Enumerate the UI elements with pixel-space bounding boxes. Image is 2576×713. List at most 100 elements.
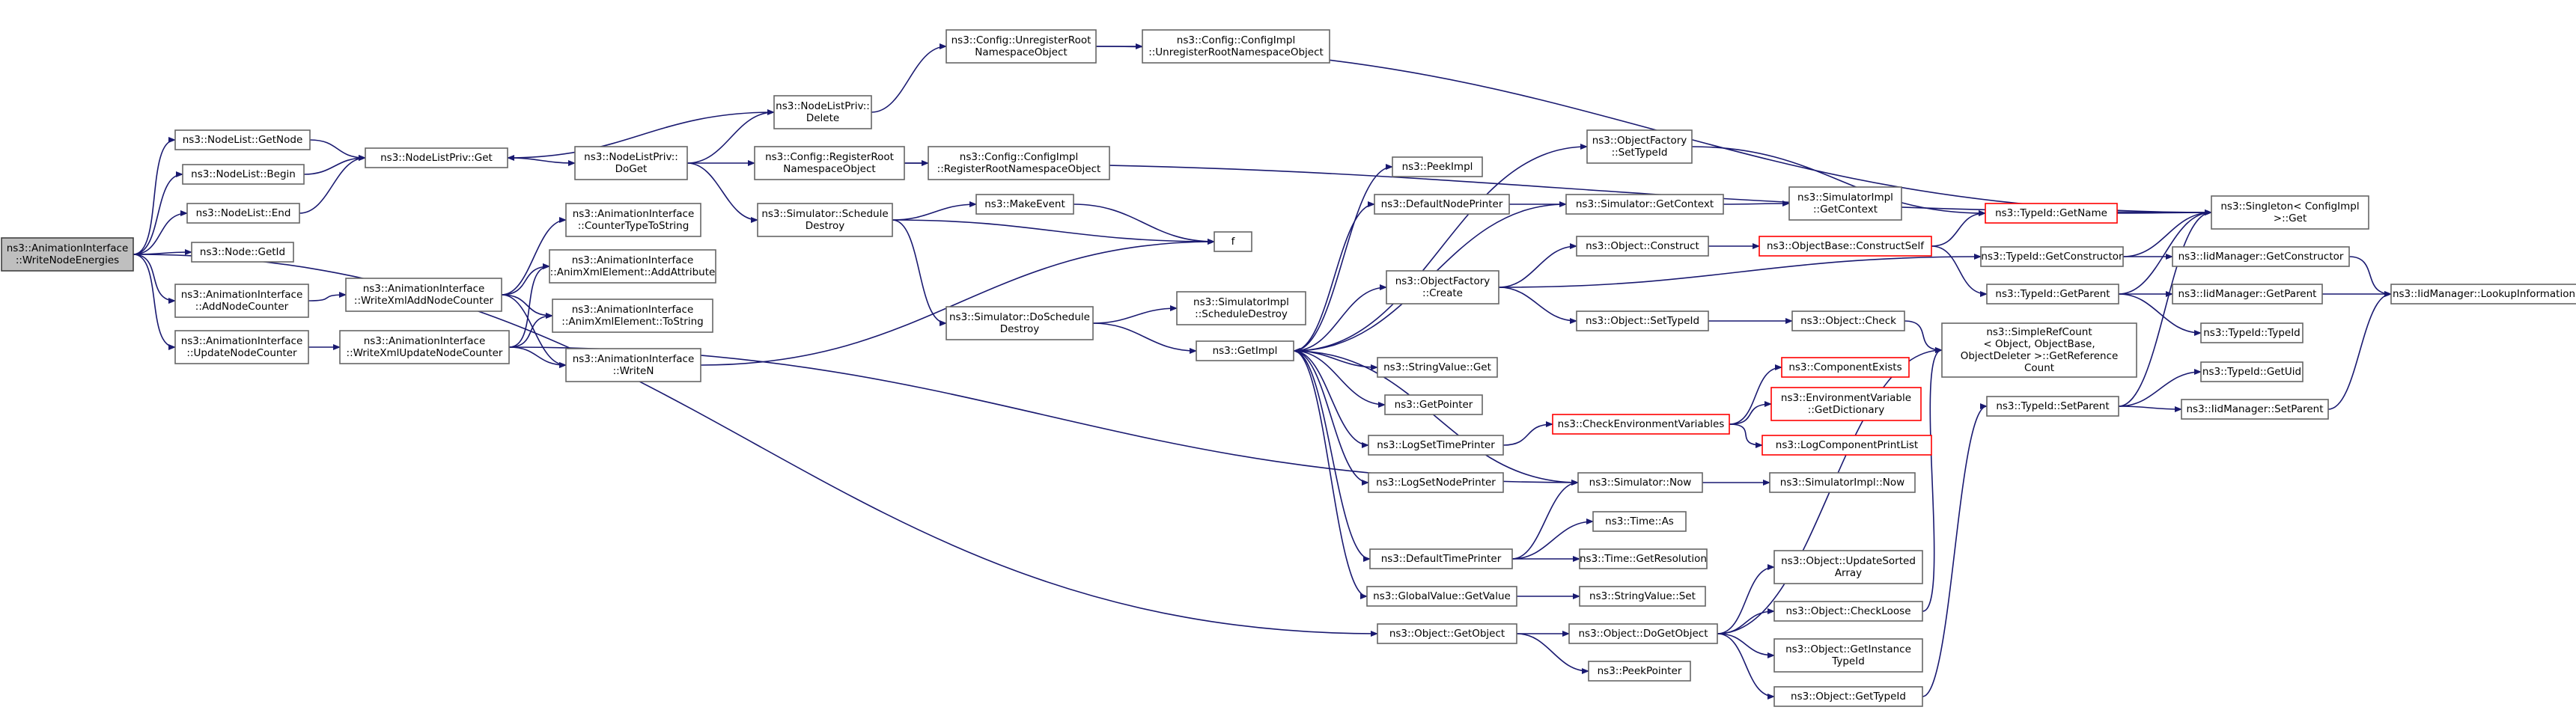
graph-node-iidm-getparent[interactable]: ns3::IidManager::GetParent xyxy=(2172,284,2323,305)
graph-node-object-check[interactable]: ns3::Object::Check xyxy=(1791,310,1905,331)
graph-node-cfg-register[interactable]: ns3::Config::RegisterRootNamespaceObject xyxy=(754,146,905,180)
graph-node-peekpointer[interactable]: ns3::PeekPointer xyxy=(1588,661,1691,682)
graph-node-ai-countertype[interactable]: ns3::AnimationInterface::CounterTypeToSt… xyxy=(565,203,701,237)
graph-node-ai-writen[interactable]: ns3::AnimationInterface::WriteN xyxy=(565,348,701,382)
graph-node-simimpl-scheduledestroy[interactable]: ns3::SimulatorImpl::ScheduleDestroy xyxy=(1176,291,1306,325)
graph-node-node-getid[interactable]: ns3::Node::GetId xyxy=(191,242,294,263)
graph-node-iidm-getconstructor[interactable]: ns3::IidManager::GetConstructor xyxy=(2172,246,2350,267)
edge-nl_begin-to-nlp_get xyxy=(303,155,366,175)
graph-node-defaultnodeprinter[interactable]: ns3::DefaultNodePrinter xyxy=(1374,194,1510,215)
graph-node-stringvalue-set[interactable]: ns3::StringValue::Set xyxy=(1579,586,1706,607)
graph-node-time-as[interactable]: ns3::Time::As xyxy=(1592,511,1687,532)
graph-node-typeid-typeid[interactable]: ns3::TypeId::TypeId xyxy=(2200,322,2304,343)
graph-node-nl-end[interactable]: ns3::NodeList::End xyxy=(186,203,300,224)
edge-objectbase_constructself-to-typeid_getname xyxy=(1931,210,1986,247)
node-label: ns3::PeekPointer xyxy=(1598,665,1682,677)
node-label: ns3::StringValue::Get xyxy=(1383,361,1491,373)
graph-node-object-construct[interactable]: ns3::Object::Construct xyxy=(1576,236,1709,257)
graph-node-stringvalue-get[interactable]: ns3::StringValue::Get xyxy=(1377,357,1498,378)
graph-node-root[interactable]: ns3::AnimationInterface::WriteNodeEnergi… xyxy=(1,237,134,272)
node-label: ns3::Config::ConfigImpl xyxy=(1177,34,1295,46)
graph-node-nlp-doget[interactable]: ns3::NodeListPriv::DoGet xyxy=(574,146,688,180)
graph-node-typeid-getuid[interactable]: ns3::TypeId::GetUid xyxy=(2200,361,2304,382)
node-box xyxy=(1773,550,1923,584)
graph-node-cfgimpl-unregister[interactable]: ns3::Config::ConfigImpl::UnregisterRootN… xyxy=(1142,29,1330,64)
edge-ai_writen-to-f xyxy=(700,239,1215,366)
graph-node-nl-getnode[interactable]: ns3::NodeList::GetNode xyxy=(174,129,311,150)
node-box xyxy=(946,306,1094,340)
node-label: ObjectDeleter >::GetReference xyxy=(1961,350,2119,362)
graph-node-peekimpl[interactable]: ns3::PeekImpl xyxy=(1392,156,1483,177)
node-label: ns3::Object::SetTypeId xyxy=(1586,315,1699,327)
node-box xyxy=(174,284,309,318)
graph-node-object-getobject[interactable]: ns3::Object::GetObject xyxy=(1377,623,1517,644)
graph-node-getimpl[interactable]: ns3::GetImpl xyxy=(1196,340,1294,361)
graph-node-logsettimeprinter[interactable]: ns3::LogSetTimePrinter xyxy=(1368,435,1504,456)
graph-node-sim-now[interactable]: ns3::Simulator::Now xyxy=(1577,472,1703,493)
graph-node-objectbase-constructself[interactable]: ns3::ObjectBase::ConstructSelf xyxy=(1759,236,1932,257)
graph-node-ai-updatenodecounter[interactable]: ns3::AnimationInterface::UpdateNodeCount… xyxy=(174,330,309,364)
node-label: ns3::Node::GetId xyxy=(200,246,285,258)
node-label: ns3::AnimationInterface xyxy=(181,335,303,347)
graph-node-sim-getcontext[interactable]: ns3::Simulator::GetContext xyxy=(1565,194,1724,215)
graph-node-object-settypeid[interactable]: ns3::Object::SetTypeId xyxy=(1576,310,1709,331)
graph-node-getpointer[interactable]: ns3::GetPointer xyxy=(1384,394,1483,415)
graph-node-ai-writexmlupdate[interactable]: ns3::AnimationInterface::WriteXmlUpdateN… xyxy=(339,330,510,364)
graph-node-time-getresolution[interactable]: ns3::Time::GetResolution xyxy=(1579,548,1708,569)
graph-node-of-create[interactable]: ns3::ObjectFactory::Create xyxy=(1386,270,1499,305)
graph-node-nlp-get[interactable]: ns3::NodeListPriv::Get xyxy=(365,147,508,168)
graph-node-ai-writexmladd[interactable]: ns3::AnimationInterface::WriteXmlAddNode… xyxy=(345,278,502,312)
graph-node-envvar-getdictionary[interactable]: ns3::EnvironmentVariable::GetDictionary xyxy=(1770,387,1922,421)
node-box xyxy=(1565,194,1724,215)
graph-node-object-checkloose[interactable]: ns3::Object::CheckLoose xyxy=(1773,601,1923,622)
graph-node-typeid-getname[interactable]: ns3::TypeId::GetName xyxy=(1985,203,2118,224)
graph-node-componentexists[interactable]: ns3::ComponentExists xyxy=(1781,357,1910,378)
node-label: ns3::AnimationInterface xyxy=(364,335,486,347)
graph-node-logcomponentprintlist[interactable]: ns3::LogComponentPrintList xyxy=(1762,435,1932,456)
graph-node-cfg-unregister[interactable]: ns3::Config::UnregisterRootNamespaceObje… xyxy=(946,29,1097,64)
graph-node-object-gettypeid[interactable]: ns3::Object::GetTypeId xyxy=(1773,686,1923,707)
graph-node-simimpl-now[interactable]: ns3::SimulatorImpl::Now xyxy=(1769,472,1916,493)
node-label: ns3::PeekImpl xyxy=(1402,161,1473,173)
graph-node-singleton-get[interactable]: ns3::Singleton< ConfigImpl >::Get xyxy=(2211,195,2369,230)
node-box xyxy=(1770,387,1922,421)
graph-node-iidm-setparent[interactable]: ns3::IidManager::SetParent xyxy=(2181,399,2329,420)
graph-node-typeid-getconstructor[interactable]: ns3::TypeId::GetConstructor xyxy=(1980,246,2124,267)
graph-node-cfgimpl-register[interactable]: ns3::Config::ConfigImpl::RegisterRootNam… xyxy=(928,146,1110,180)
graph-node-typeid-getparent[interactable]: ns3::TypeId::GetParent xyxy=(1986,284,2119,305)
graph-node-of-settypeid[interactable]: ns3::ObjectFactory::SetTypeId xyxy=(1586,129,1693,164)
edge-checkenv-to-logcomponentprintlist xyxy=(1729,423,1763,448)
edge-nlp_doget-to-nlp_delete xyxy=(686,109,775,164)
node-box xyxy=(1377,623,1517,644)
graph-node-object-dogetobject[interactable]: ns3::Object::DoGetObject xyxy=(1568,623,1718,644)
graph-node-ai-addattribute[interactable]: ns3::AnimationInterface::AnimXmlElement:… xyxy=(549,249,716,284)
node-label: ns3::GetImpl xyxy=(1213,345,1278,357)
graph-node-simimpl-getcontext[interactable]: ns3::SimulatorImpl::GetContext xyxy=(1788,186,1902,221)
graph-node-globalvalue-getvalue[interactable]: ns3::GlobalValue::GetValue xyxy=(1366,586,1517,607)
graph-node-iidm-lookupinformation[interactable]: ns3::IidManager::LookupInformation xyxy=(2390,284,2576,305)
graph-node-typeid-setparent[interactable]: ns3::TypeId::SetParent xyxy=(1986,396,2119,417)
node-box xyxy=(1781,357,1910,378)
graph-node-logsetnodeprinter[interactable]: ns3::LogSetNodePrinter xyxy=(1368,472,1504,493)
graph-node-checkenv[interactable]: ns3::CheckEnvironmentVariables xyxy=(1552,414,1730,435)
graph-node-simplerefcount[interactable]: ns3::SimpleRefCount< Object, ObjectBase,… xyxy=(1941,322,2137,378)
graph-node-defaulttimeprinter[interactable]: ns3::DefaultTimePrinter xyxy=(1369,548,1513,569)
graph-node-nlp-delete[interactable]: ns3::NodeListPriv::Delete xyxy=(773,95,872,129)
graph-node-f[interactable]: f xyxy=(1214,231,1252,252)
graph-node-makeevent[interactable]: ns3::MakeEvent xyxy=(975,194,1074,215)
graph-node-ai-tostring[interactable]: ns3::AnimationInterface::AnimXmlElement:… xyxy=(552,299,713,333)
node-box xyxy=(345,278,502,312)
node-label: ns3::Config::RegisterRoot xyxy=(765,151,894,163)
graph-node-nl-begin[interactable]: ns3::NodeList::Begin xyxy=(182,164,305,185)
edge-getimpl-to-defaulttimeprinter xyxy=(1293,350,1371,562)
node-label: Count xyxy=(2024,362,2054,374)
edge-root-to-ai_updatenodecounter xyxy=(133,254,176,350)
graph-node-sim-scheduledestroy[interactable]: ns3::Simulator::ScheduleDestroy xyxy=(757,203,893,237)
node-label: ::Create xyxy=(1422,287,1463,299)
node-label: ::WriteXmlAddNodeCounter xyxy=(354,295,494,307)
graph-node-ai-addnodecounter[interactable]: ns3::AnimationInterface::AddNodeCounter xyxy=(174,284,309,318)
node-label: ns3::Object::CheckLoose xyxy=(1785,605,1910,617)
